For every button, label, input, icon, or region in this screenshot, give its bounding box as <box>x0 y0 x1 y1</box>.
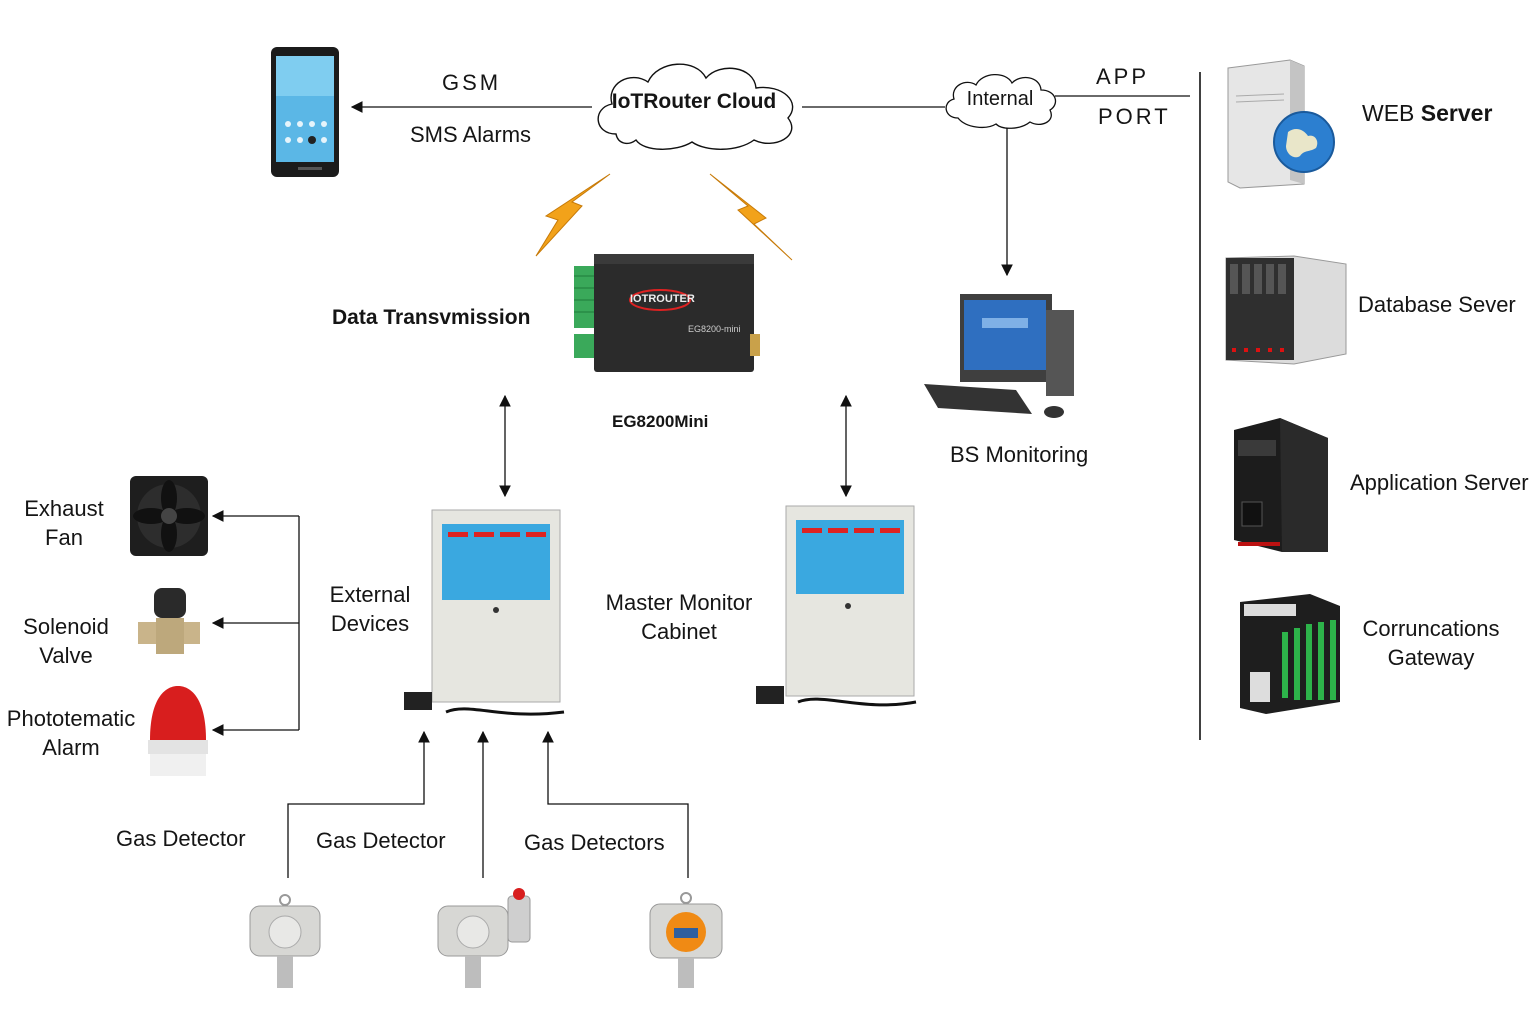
sms-alarms-label: SMS Alarms <box>410 122 532 147</box>
cloud-label: IoTRouter Cloud <box>611 90 777 113</box>
external-devices-line1: External <box>329 582 411 607</box>
master-cabinet-line1: Master Monitor <box>605 590 753 615</box>
data-transmission-label: Data Transvmission <box>332 306 531 329</box>
port-label: PORT <box>1098 104 1171 129</box>
gateway-label-line1: Corruncations <box>1362 616 1500 641</box>
exhaust-fan-icon <box>130 476 208 556</box>
router-device-icon <box>574 254 760 372</box>
solenoid-valve-icon <box>138 588 200 654</box>
solenoid-valve-line2: Valve <box>39 643 93 669</box>
web-server-label: WEB Server <box>1362 98 1492 128</box>
web-server-icon <box>1227 59 1335 189</box>
gas-detector-icon <box>649 892 723 988</box>
app-label: APP <box>1096 64 1150 89</box>
external-devices-line2: Devices <box>330 611 410 637</box>
gsm-label: GSM <box>442 70 502 95</box>
gateway-icon <box>1240 594 1340 714</box>
phototematic-alarm-line1: Phototematic <box>6 706 136 731</box>
solenoid-valve-line1: Solenoid <box>23 614 109 639</box>
gas-detector-icon <box>437 888 531 988</box>
gas-detector-label-3: Gas Detectors <box>524 830 665 855</box>
bs-monitoring-label: BS Monitoring <box>950 442 1089 467</box>
smartphone-icon <box>271 47 339 177</box>
application-server-icon <box>1234 418 1328 552</box>
internal-label: Internal <box>966 88 1034 110</box>
external-devices-cabinet-icon <box>404 509 565 716</box>
internal-cloud-icon <box>945 73 1057 129</box>
database-server-label: Database Sever <box>1358 292 1516 317</box>
exhaust-fan-line1: Exhaust <box>24 496 104 521</box>
web-server-prefix: WEB <box>1362 100 1421 126</box>
exhaust-fan-line2: Fan <box>45 525 83 551</box>
gas-detector-icon <box>249 894 321 988</box>
external-devices-label: External Devices <box>316 580 424 638</box>
phototematic-alarm-label: Phototematic Alarm <box>0 704 142 762</box>
wireless-bolt-icon <box>535 173 611 257</box>
phototematic-alarm-line2: Alarm <box>42 735 100 761</box>
database-server-icon <box>1225 255 1347 365</box>
computer-icon <box>924 294 1074 418</box>
exhaust-fan-label: Exhaust Fan <box>14 494 114 552</box>
master-monitor-cabinet-icon <box>756 505 917 707</box>
web-server-suffix: Server <box>1420 100 1493 126</box>
gas-detector-label-1: Gas Detector <box>116 826 246 851</box>
alarm-light-icon <box>148 686 208 776</box>
router-model-label: EG8200Mini <box>612 412 709 431</box>
solenoid-valve-label: Solenoid Valve <box>14 612 118 670</box>
application-server-label: Application Server <box>1350 470 1529 495</box>
gateway-label-line2: Gateway <box>1387 645 1475 671</box>
gateway-label: Corruncations Gateway <box>1346 614 1516 672</box>
gas-detector-label-2: Gas Detector <box>316 828 446 853</box>
router-panel-model: EG8200-mini <box>688 324 741 334</box>
wireless-bolt-icon <box>709 173 793 261</box>
master-cabinet-label: Master Monitor Cabinet <box>586 588 772 646</box>
cloud-icon <box>597 63 794 150</box>
router-brand-label: IOTROUTER <box>630 293 695 305</box>
master-cabinet-line2: Cabinet <box>641 619 717 645</box>
